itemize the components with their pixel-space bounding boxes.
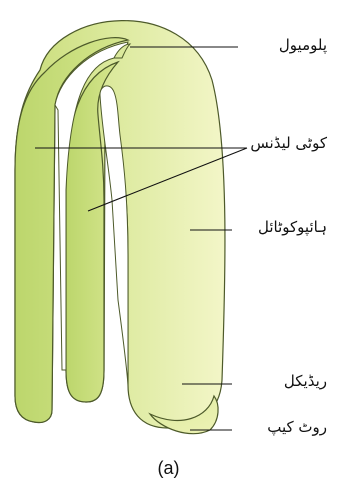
cotyledons-label: کوٹی لیڈنس [250, 136, 327, 151]
hypocotyl-label: ہائپوکوٹائل [258, 220, 327, 235]
root-cap-label: روٹ کیپ [267, 420, 327, 435]
plumule-label: پلومیول [279, 38, 327, 53]
radicle-label: ریڈیکل [284, 374, 327, 389]
figure-caption: (a) [0, 458, 337, 479]
